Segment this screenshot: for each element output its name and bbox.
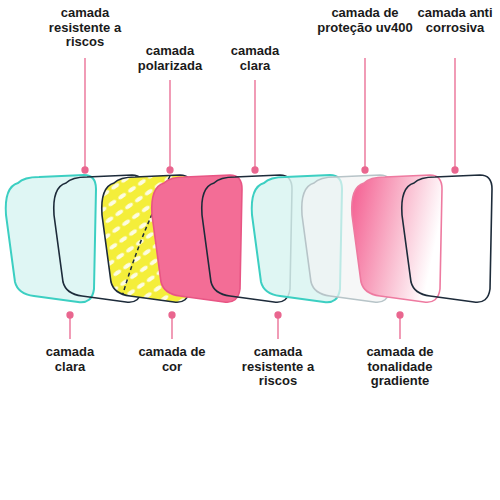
layer-label: camada de cor <box>132 345 212 374</box>
layer-label: camada polarizada <box>120 44 220 73</box>
lens-stack <box>6 175 492 302</box>
layer-label: camada resistente a riscos <box>35 6 135 50</box>
layer-label: camada de tonalidade gradiente <box>340 345 460 389</box>
layer-label: camada de proteção uv400 <box>310 6 420 35</box>
leader-lines <box>67 58 458 339</box>
layer-label: camada resistente a riscos <box>228 345 328 389</box>
layer-label: camada clara <box>215 44 295 73</box>
layer-label: camada clara <box>30 345 110 374</box>
layer-label: camada anti corrosiva <box>415 6 495 35</box>
